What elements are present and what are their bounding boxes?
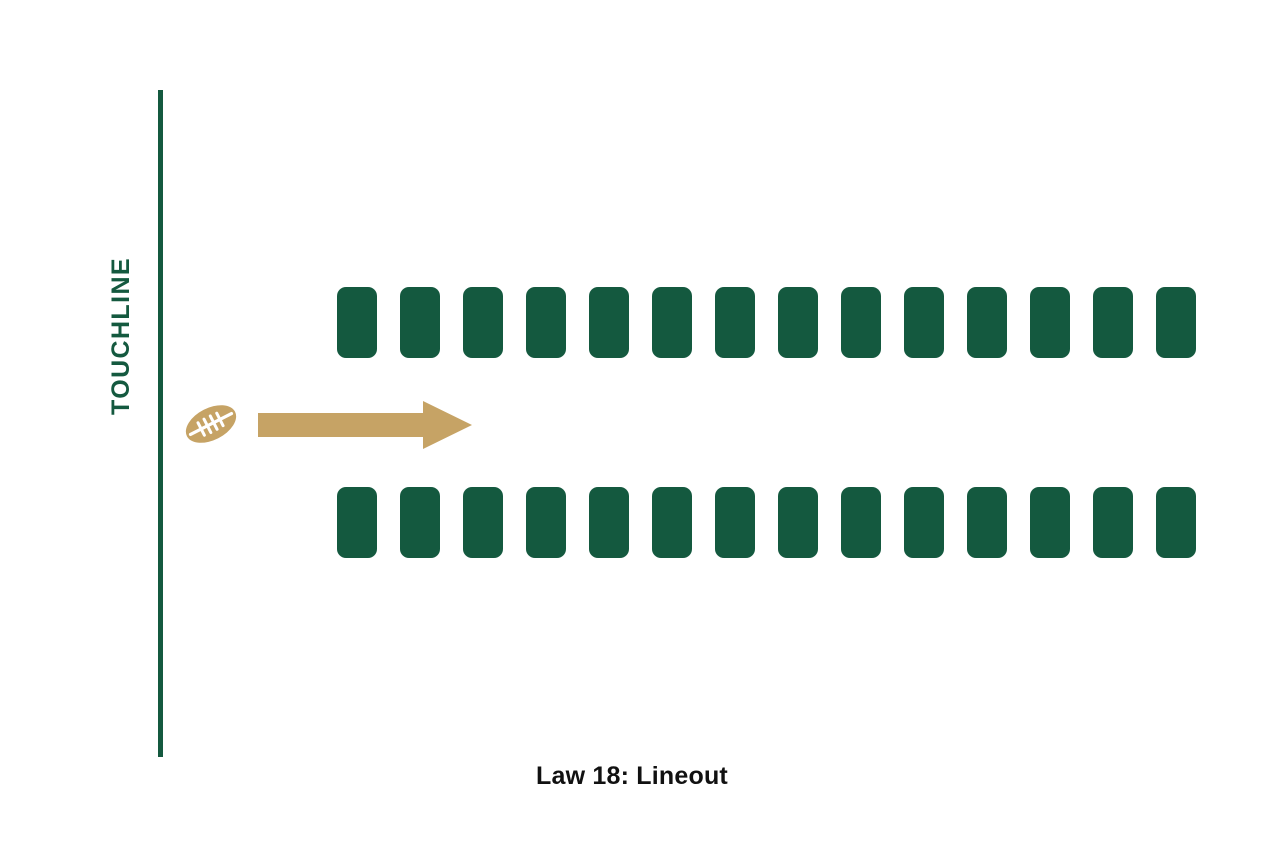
player-marker	[400, 287, 440, 358]
touchline-label: TOUCHLINE	[106, 257, 135, 415]
player-marker	[1093, 487, 1133, 558]
player-marker	[526, 287, 566, 358]
player-marker	[337, 287, 377, 358]
player-marker	[715, 287, 755, 358]
player-marker	[715, 487, 755, 558]
touchline-line	[158, 90, 163, 757]
player-marker	[1030, 487, 1070, 558]
rugby-ball-icon	[182, 389, 240, 459]
throw-in-arrow-icon	[258, 398, 478, 452]
player-marker	[778, 487, 818, 558]
player-marker	[652, 287, 692, 358]
player-marker	[841, 287, 881, 358]
player-marker	[841, 487, 881, 558]
player-marker	[1156, 287, 1196, 358]
player-marker	[400, 487, 440, 558]
diagram-caption: Law 18: Lineout	[536, 762, 728, 790]
bottom-team-row	[337, 487, 1196, 558]
player-marker	[904, 287, 944, 358]
player-marker	[904, 487, 944, 558]
player-marker	[967, 287, 1007, 358]
player-marker	[1156, 487, 1196, 558]
player-marker	[967, 487, 1007, 558]
player-marker	[1093, 287, 1133, 358]
player-marker	[589, 287, 629, 358]
player-marker	[526, 487, 566, 558]
player-marker	[463, 287, 503, 358]
player-marker	[337, 487, 377, 558]
player-marker	[1030, 287, 1070, 358]
top-team-row	[337, 287, 1196, 358]
player-marker	[652, 487, 692, 558]
player-marker	[778, 287, 818, 358]
player-marker	[463, 487, 503, 558]
player-marker	[589, 487, 629, 558]
